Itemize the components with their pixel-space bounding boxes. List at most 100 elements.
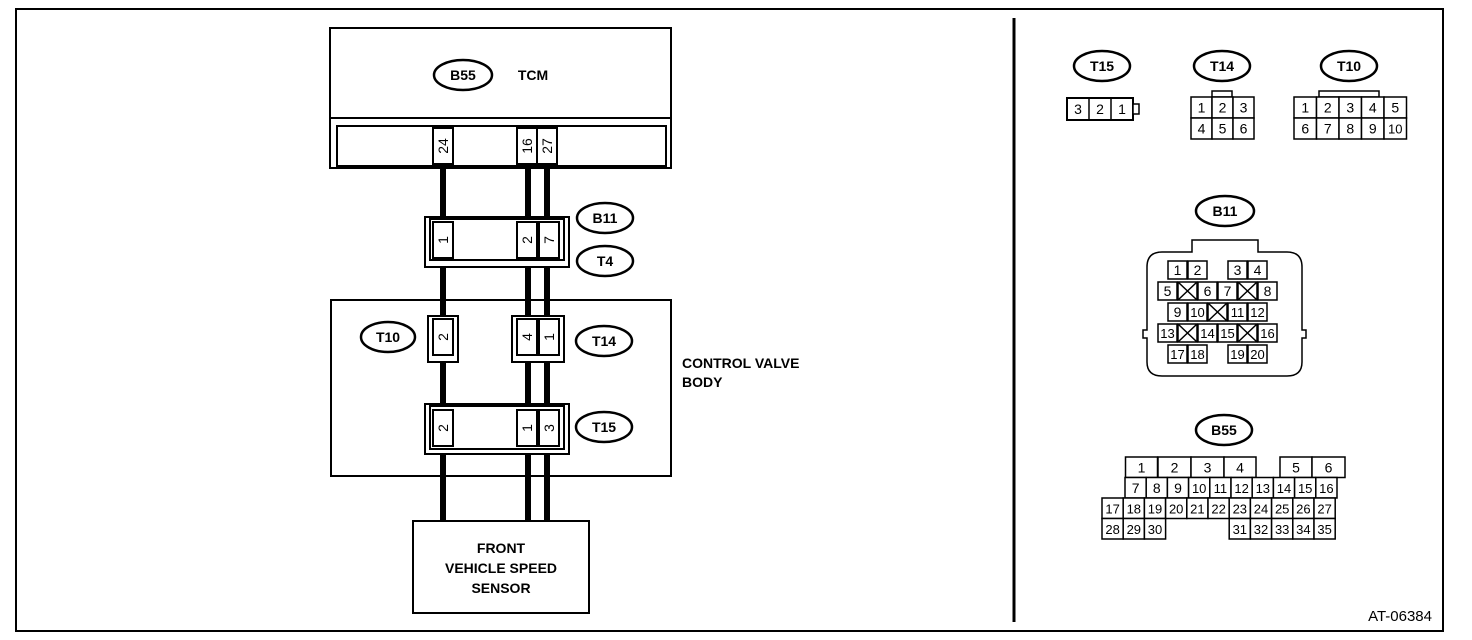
t10-face-pin-label: 9 (1369, 121, 1377, 137)
t14-face-pin-cell (1232, 117, 1255, 140)
t10-pin-label: 2 (435, 333, 451, 341)
b11-face-pin-cell (1187, 302, 1208, 322)
b11-face-label: B11 (1213, 203, 1238, 219)
b11-face-pin-cell (1157, 281, 1178, 301)
b55-face-label: B55 (1211, 422, 1237, 438)
t10-oval (359, 320, 417, 354)
t14-face-pin-label: 6 (1240, 121, 1248, 137)
b11-face-pin-cell (1227, 344, 1248, 364)
b55-face-pin-label: 18 (1127, 501, 1141, 516)
b11-face-pin-label: 14 (1200, 326, 1214, 341)
t10-face-oval (1319, 49, 1379, 83)
t10-face-label: T10 (1337, 58, 1361, 74)
t14-label: T14 (592, 333, 616, 349)
b11-face-pin-label: 6 (1204, 283, 1212, 299)
b11-face-pin-cell (1257, 281, 1278, 301)
b11-face-pin-cell (1167, 260, 1188, 280)
t10-face-latch (1318, 90, 1380, 98)
t15-oval (574, 410, 634, 444)
b55-face-pin-label: 29 (1127, 522, 1141, 537)
diagram-frame (15, 8, 1444, 632)
t10-face-pin-label: 5 (1391, 100, 1399, 116)
t15-pin-label: 1 (519, 424, 535, 432)
t15-face-label: T15 (1090, 58, 1114, 74)
b11-face-pin-label: 5 (1164, 283, 1172, 299)
b11-face-pin-label: 8 (1264, 283, 1272, 299)
b55-face-pin-label: 13 (1256, 481, 1270, 496)
b11-pin-label: 7 (541, 236, 557, 244)
b55-face-pin-cell (1313, 517, 1336, 540)
b55-face-pin-label: 10 (1192, 481, 1206, 496)
control-valve-body-label-2: BODY (682, 374, 723, 390)
t14-face-latch (1211, 90, 1233, 98)
t14-face-pin-label: 1 (1198, 100, 1206, 116)
b11-face-pin-label: 1 (1174, 262, 1182, 278)
b11-face-pin-cell (1167, 344, 1188, 364)
b11-face-pin-label: 3 (1234, 262, 1242, 278)
b11-face-pin-label: 4 (1254, 262, 1262, 278)
b11-pin-label: 2 (519, 236, 535, 244)
t14-face-pin-label: 4 (1198, 121, 1206, 137)
b11-face-pin-label: 12 (1250, 305, 1264, 320)
t15-pin-label: 2 (435, 424, 451, 432)
t15-pin-label: 3 (541, 424, 557, 432)
b55-face-pin-label: 12 (1234, 481, 1248, 496)
t15-face-pin: 3 (1074, 101, 1082, 117)
b55-face-pin-label: 9 (1174, 480, 1182, 496)
b55-face-pin-label: 6 (1325, 459, 1333, 475)
tcm-pin-label: 27 (539, 138, 555, 154)
b11-face-pin-cell (1247, 344, 1268, 364)
b55-face-pin-label: 27 (1317, 501, 1331, 516)
b55-face-pin-label: 1 (1138, 459, 1146, 475)
b11-face-pin-label: 18 (1190, 347, 1204, 362)
b11-face-pin-cell (1157, 323, 1178, 343)
figure-id: AT-06384 (1368, 608, 1432, 625)
b11-face-pin-cell (1247, 260, 1268, 280)
b11-pin-label: 1 (435, 236, 451, 244)
b55-face-pin-label: 8 (1153, 480, 1161, 496)
b55-face-pin-label: 16 (1319, 481, 1333, 496)
t15-face-pin: 1 (1118, 101, 1126, 117)
b11-face-oval (1194, 194, 1256, 228)
b55-face-pin-label: 14 (1277, 481, 1291, 496)
t10-label: T10 (376, 329, 400, 345)
t14-face-oval (1192, 49, 1252, 83)
b55-face-pin-label: 2 (1171, 459, 1179, 475)
b11-face-pin-label: 16 (1260, 326, 1274, 341)
b55-face-pin-label: 7 (1132, 480, 1140, 496)
b11-face-pin-cell (1257, 323, 1278, 343)
t10-face-pin-label: 3 (1346, 100, 1354, 116)
sensor-label-3: SENSOR (471, 580, 530, 596)
t10-face-pin-label: 8 (1346, 121, 1354, 137)
b11-face-pin-label: 9 (1174, 304, 1182, 320)
b55-face-pin-label: 25 (1275, 501, 1289, 516)
b55-face-pin-cell (1143, 517, 1167, 540)
b11-face-pin-label: 19 (1230, 347, 1244, 362)
t14-pin-label: 4 (519, 333, 535, 341)
b11-face-pin-label: 10 (1190, 305, 1204, 320)
b55-face-pin-label: 35 (1317, 522, 1331, 537)
b11-face-pin-cell (1197, 323, 1218, 343)
b11-face-pin-label: 11 (1231, 305, 1245, 320)
control-valve-body-box (330, 299, 672, 477)
t10-face-pin-label: 6 (1301, 121, 1309, 137)
b11-face-pin-label: 7 (1224, 283, 1232, 299)
b55-face-pin-label: 3 (1204, 459, 1212, 475)
b55-face-pin-label: 31 (1233, 522, 1247, 537)
b11-face-pin-label: 15 (1220, 326, 1234, 341)
t15-face-pin: 2 (1096, 101, 1104, 117)
tcm-label: TCM (518, 67, 548, 83)
front-vehicle-speed-sensor-box (412, 520, 590, 614)
b11-face-pin-cell (1227, 260, 1248, 280)
b55-face-pin-label: 19 (1148, 501, 1162, 516)
b11-face-pin-cell (1187, 344, 1208, 364)
t14-face-pin-label: 5 (1219, 121, 1227, 137)
b55-face-pin-label: 20 (1169, 501, 1183, 516)
tcm-connector-strip (336, 125, 667, 167)
t14-oval (574, 324, 634, 358)
t10-face-pin-label: 2 (1324, 100, 1332, 116)
t14-face-pin-label: 2 (1219, 100, 1227, 116)
b55-face-pin-label: 11 (1214, 481, 1228, 496)
